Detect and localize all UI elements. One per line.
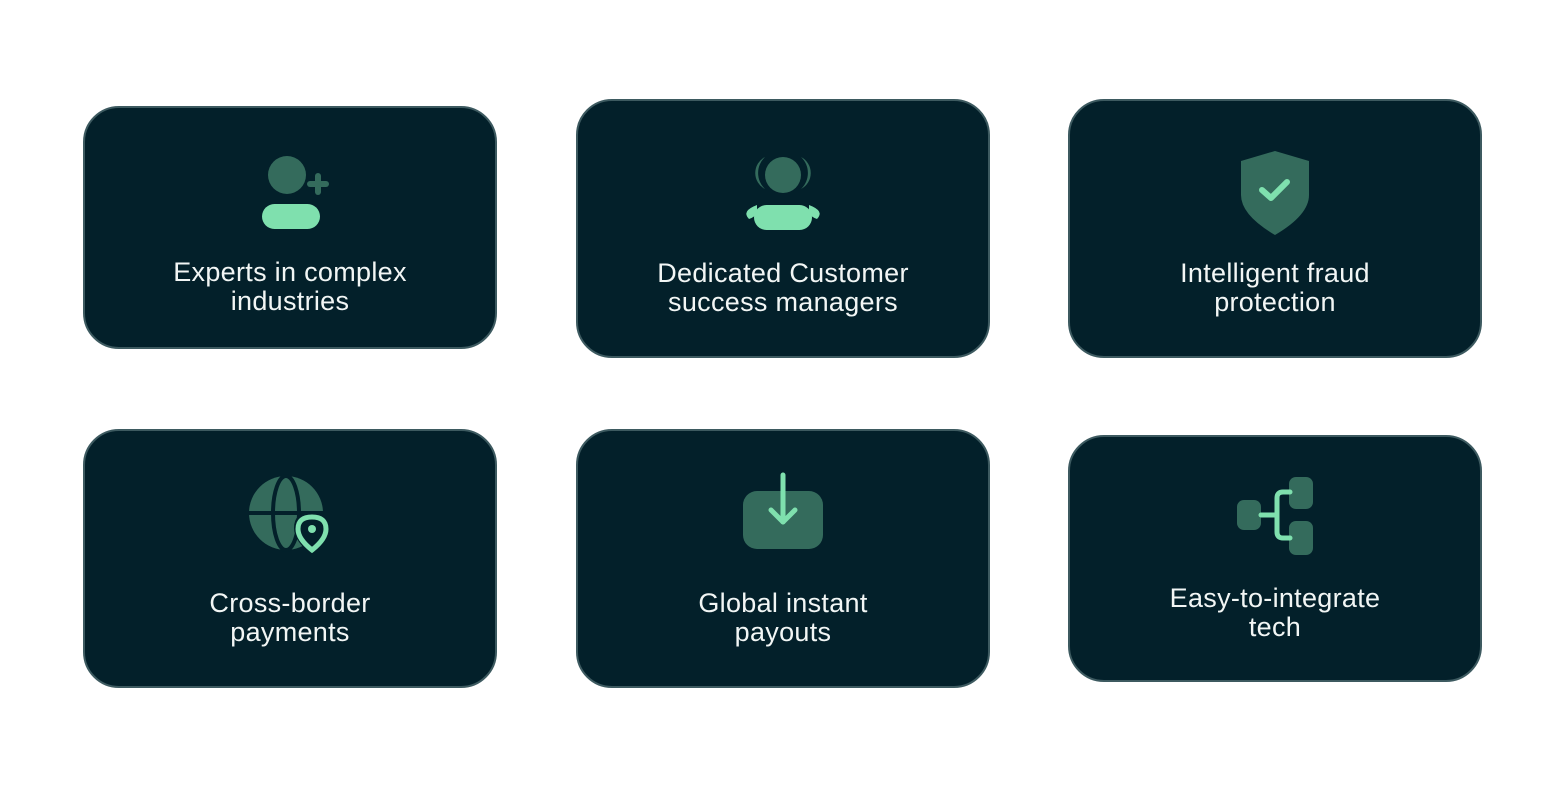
shield-check-icon [1227,145,1323,241]
feature-label: Easy-to-integrate tech [1169,583,1381,642]
flow-nodes-icon [1227,470,1323,566]
user-plus-icon [242,148,338,244]
feature-card-fraud-protection: Intelligent fraud protection [1068,99,1482,358]
feature-card-easy-integration: Easy-to-integrate tech [1068,435,1482,682]
feature-label: Intelligent fraud protection [1180,258,1370,317]
globe-pin-icon [242,467,338,563]
feature-card-experts: Experts in complex industries [83,106,497,349]
download-tray-icon [735,467,831,563]
feature-label: Dedicated Customer success managers [657,258,909,317]
feature-label: Cross-border payments [209,588,371,647]
feature-card-cross-border: Cross-border payments [83,429,497,688]
feature-label: Experts in complex industries [173,257,407,316]
feature-card-instant-payouts: Global instant payouts [576,429,990,688]
feature-label: Global instant payouts [698,588,868,647]
feature-card-customer-success: Dedicated Customer success managers [576,99,990,358]
team-icon [735,145,831,241]
